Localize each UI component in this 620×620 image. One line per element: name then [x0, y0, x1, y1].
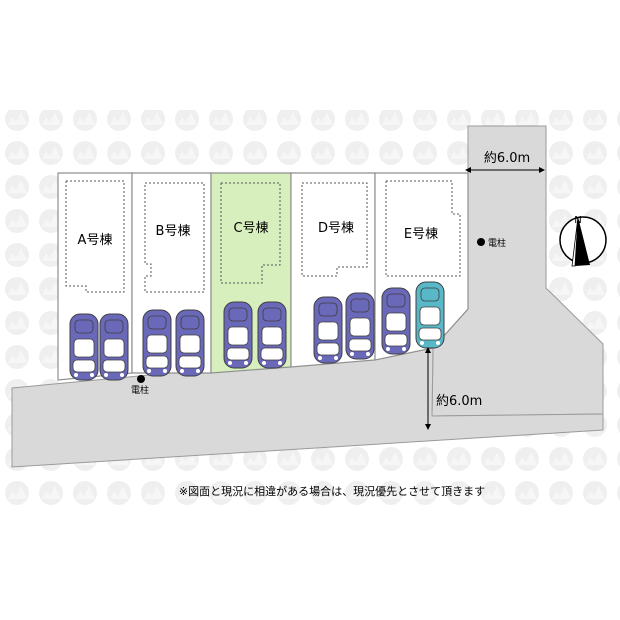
disclaimer-note: ※図面と現況に相違がある場合は、現況優先とさせて頂きます: [179, 484, 485, 498]
lot-e-building-outline: [385, 180, 461, 277]
lot-a-building-outline: [65, 180, 125, 293]
car-hood: [72, 359, 96, 373]
lot-b-building-outline: [144, 182, 205, 293]
car-light: [196, 369, 200, 373]
car-light: [228, 361, 232, 365]
north-needle-highlight: [571, 216, 579, 267]
car-icon: [345, 292, 375, 360]
utility-pole-icon: [137, 375, 145, 383]
lot-c-building-outline: [220, 182, 281, 284]
car-light: [402, 347, 406, 351]
car-roof: [420, 287, 440, 302]
side-road-width-label: 約6.0m: [484, 151, 530, 166]
lot-label-e: E号棟: [404, 227, 438, 242]
car-windshield: [227, 326, 249, 346]
car-light: [334, 356, 338, 360]
car-hood: [418, 327, 442, 341]
car-hood: [145, 355, 169, 369]
car-windshield: [349, 317, 371, 337]
car-icon: [99, 313, 129, 381]
lot-labels: A号棟 B号棟 C号棟 D号棟 E号棟: [78, 221, 439, 248]
north-needle: [575, 217, 590, 266]
car-roof: [74, 319, 94, 334]
car-icon: [381, 287, 411, 355]
cars-layer: [69, 281, 445, 381]
car-hood: [102, 359, 126, 373]
car-windshield: [261, 326, 283, 346]
utility-pole-label: 電柱: [131, 384, 149, 396]
car-light: [318, 356, 322, 360]
car-windshield: [103, 338, 125, 358]
car-hood: [178, 355, 202, 369]
lot-label-d: D号棟: [318, 221, 354, 236]
car-light: [120, 373, 124, 377]
car-roof: [228, 307, 248, 322]
car-light: [147, 369, 151, 373]
car-windshield: [419, 306, 441, 326]
car-roof: [318, 302, 338, 317]
car-light: [350, 352, 354, 356]
car-icon: [142, 309, 172, 377]
car-icon: [257, 301, 287, 369]
car-light: [163, 369, 167, 373]
car-hood: [384, 333, 408, 347]
lot-label-a: A号棟: [78, 233, 113, 248]
car-light: [420, 341, 424, 345]
car-hood: [260, 347, 284, 361]
utility-pole-label: 電柱: [488, 237, 506, 249]
car-light: [104, 373, 108, 377]
car-roof: [386, 293, 406, 308]
car-light: [366, 352, 370, 356]
measurement-lines: 約6.0m 約6.0m: [425, 151, 545, 430]
utility-pole-icon: [477, 238, 485, 246]
car-light: [180, 369, 184, 373]
lot-label-c: C号棟: [233, 221, 268, 236]
car-hood: [316, 342, 340, 356]
lot-d-building-outline: [301, 182, 368, 277]
car-light: [436, 341, 440, 345]
lot-label-b: B号棟: [156, 224, 191, 239]
car-windshield: [317, 321, 339, 341]
car-roof: [180, 315, 200, 330]
car-light: [386, 347, 390, 351]
car-windshield: [179, 334, 201, 354]
car-roof: [104, 319, 124, 334]
car-roof: [147, 315, 167, 330]
car-windshield: [146, 334, 168, 354]
car-hood: [348, 338, 372, 352]
car-light: [90, 373, 94, 377]
car-icon: [69, 313, 99, 381]
north-arrow-icon: N: [559, 215, 607, 267]
car-icon: [415, 281, 445, 349]
car-light: [262, 361, 266, 365]
car-light: [244, 361, 248, 365]
car-icon: [175, 309, 205, 377]
front-road-width-label: 約6.0m: [436, 394, 482, 409]
car-icon: [223, 301, 253, 369]
car-roof: [262, 307, 282, 322]
car-light: [74, 373, 78, 377]
car-roof: [350, 298, 370, 313]
car-windshield: [385, 312, 407, 332]
north-label: N: [574, 215, 581, 226]
utility-poles: 電柱 電柱: [131, 237, 506, 396]
car-light: [278, 361, 282, 365]
car-hood: [226, 347, 250, 361]
car-windshield: [73, 338, 95, 358]
building-outlines: [65, 180, 461, 293]
car-icon: [313, 296, 343, 364]
